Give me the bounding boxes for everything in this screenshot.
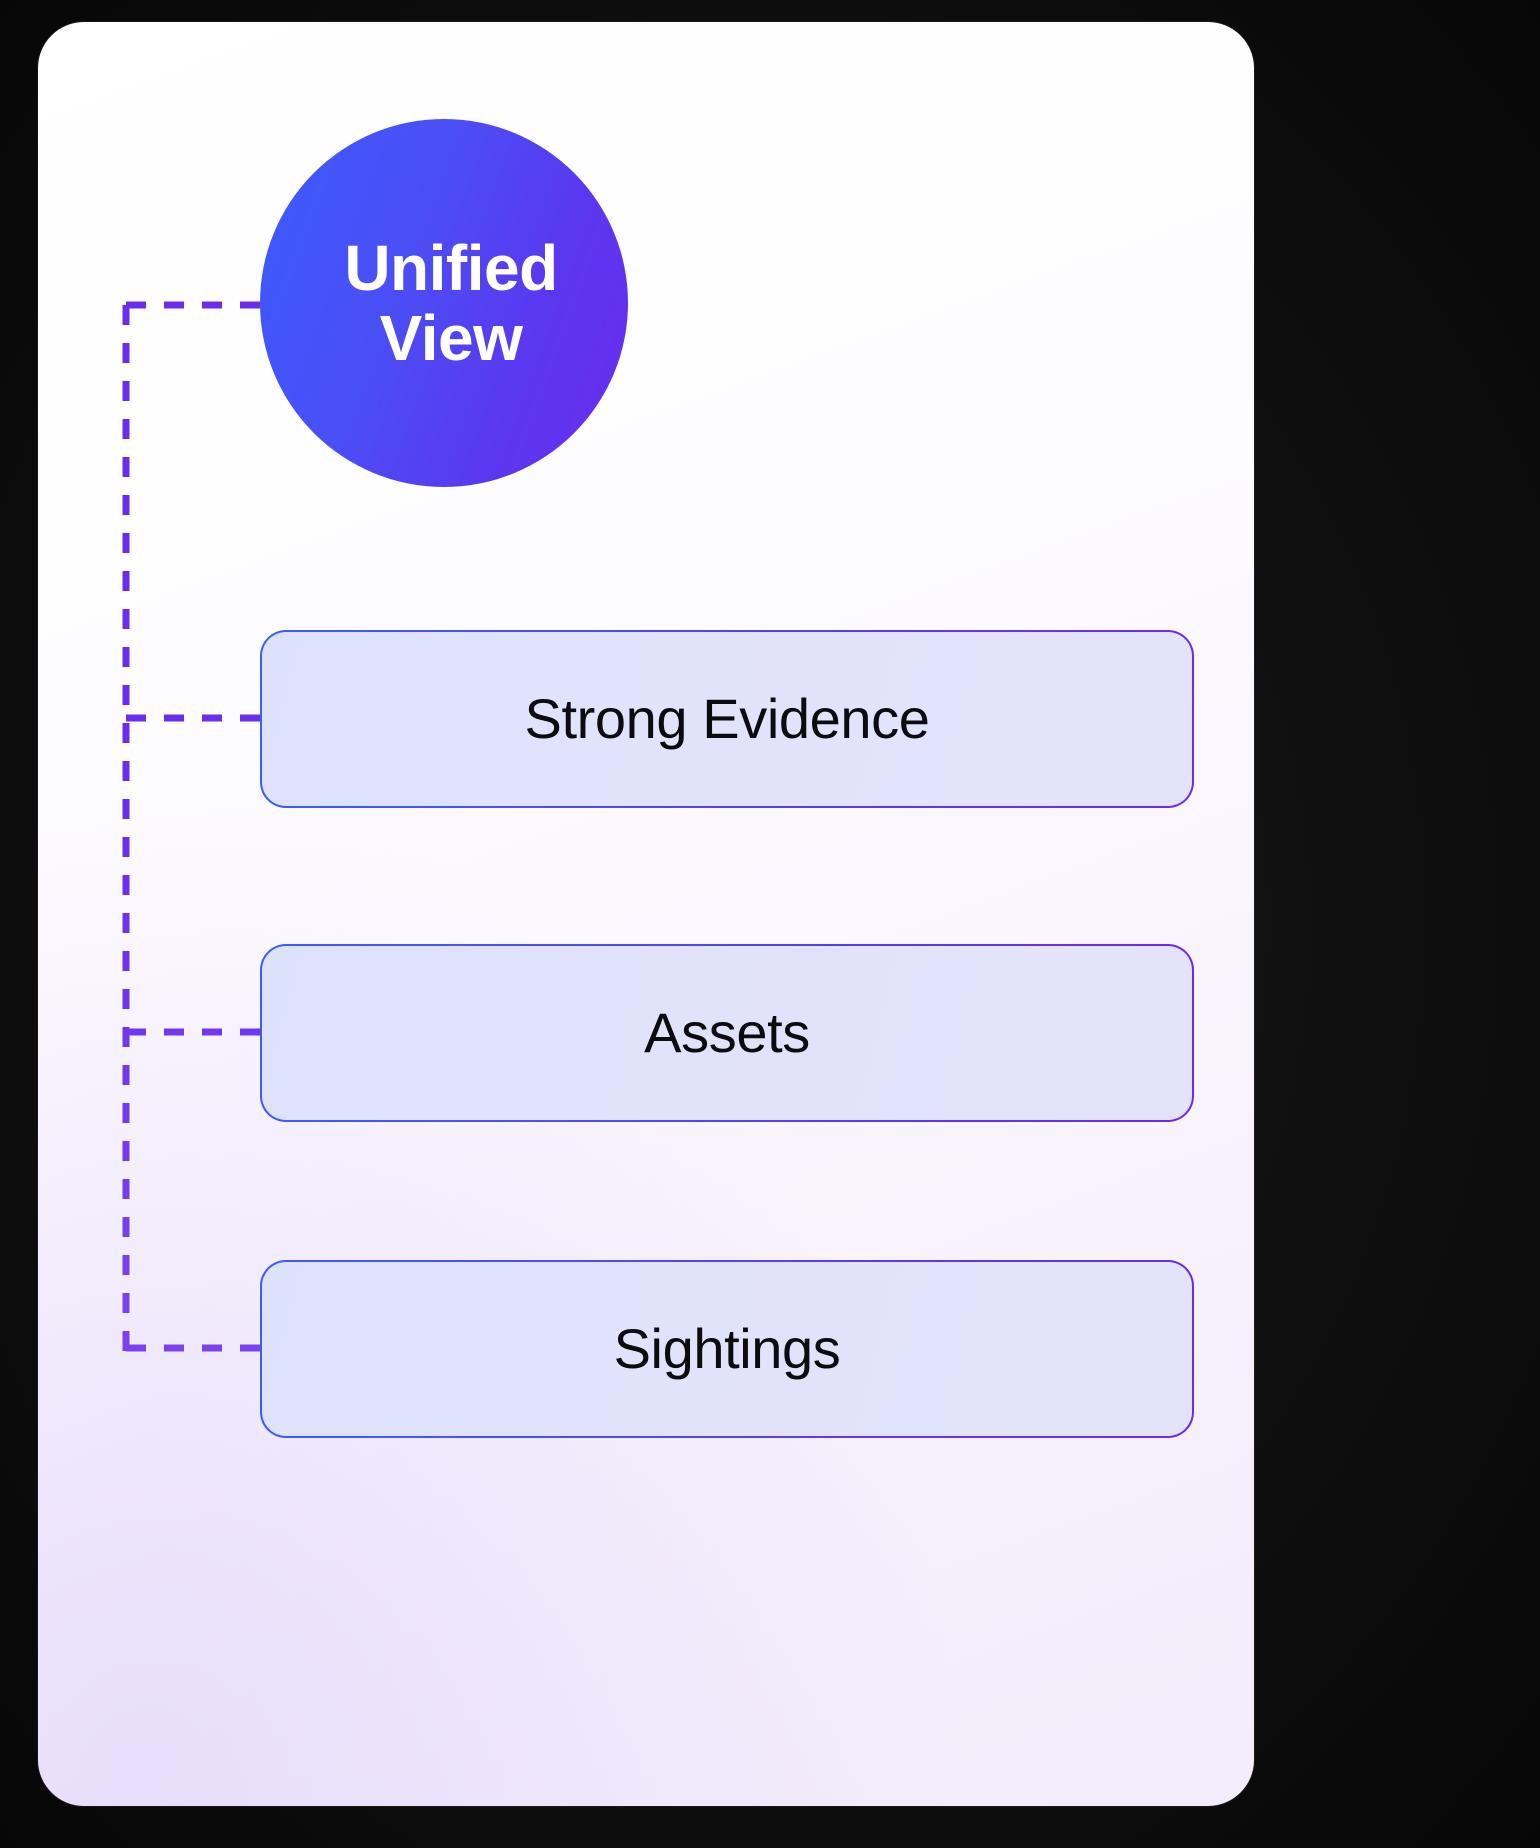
hub-node-label: Unified View: [344, 231, 558, 374]
node-sightings[interactable]: Sightings: [260, 1260, 1194, 1438]
node-strong-evidence[interactable]: Strong Evidence: [260, 630, 1194, 808]
node-strong-evidence-label: Strong Evidence: [524, 687, 930, 750]
node-assets-label: Assets: [644, 1001, 810, 1064]
node-sightings-body: Sightings: [262, 1262, 1192, 1436]
node-assets[interactable]: Assets: [260, 944, 1194, 1122]
connector-tree: [122, 301, 263, 1352]
node-assets-body: Assets: [262, 946, 1192, 1120]
diagram-card: Unified View Strong Evidence Assets Sigh…: [38, 22, 1254, 1806]
hub-node-unified-view[interactable]: Unified View: [260, 119, 628, 487]
node-strong-evidence-body: Strong Evidence: [262, 632, 1192, 806]
node-sightings-label: Sightings: [613, 1317, 841, 1380]
